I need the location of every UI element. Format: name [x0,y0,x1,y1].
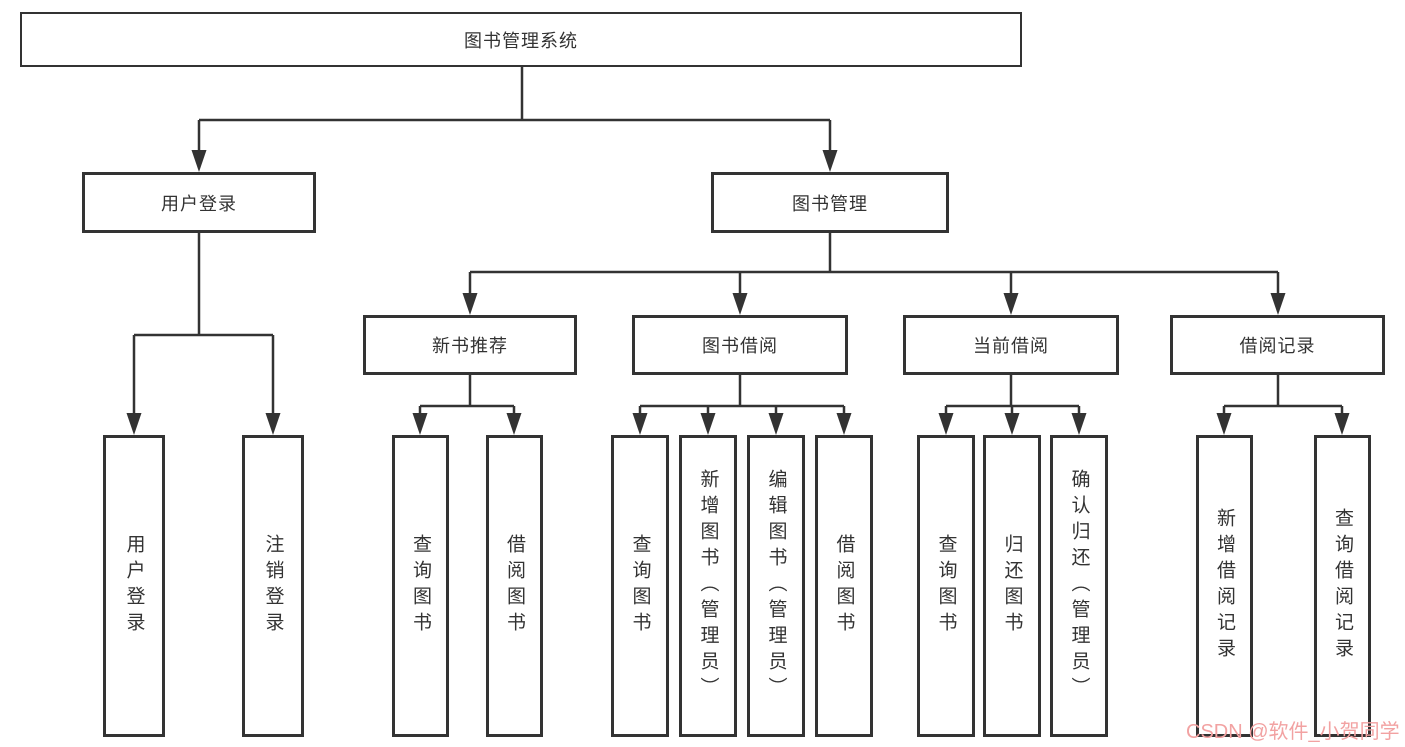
connector-root-to-level2 [197,67,832,152]
node-current-borrow-label: 当前借阅 [973,336,1049,356]
leaf-logout-label: 注销登录 [262,534,284,638]
node-current-borrow: 当前借阅 [903,315,1119,375]
leaf-user-login-label: 用户登录 [123,534,145,638]
leaf-add-borrow-record-label: 新增借阅记录 [1214,508,1235,664]
node-book-management-module: 图书管理 [711,172,949,233]
node-borrow-record: 借阅记录 [1170,315,1385,375]
csdn-watermark: CSDN @软件_小贺同学 [1186,721,1400,743]
leaf-borrow-books-recommend: 借阅图书 [486,435,543,737]
leaf-query-books-borrow-label: 查询图书 [629,534,651,638]
leaf-borrow-books-label: 借阅图书 [833,534,855,638]
node-library-management-system-label: 图书管理系统 [464,30,578,51]
leaf-query-books-recommend: 查询图书 [392,435,449,737]
leaf-borrow-books: 借阅图书 [815,435,873,737]
leaf-query-borrow-record: 查询借阅记录 [1314,435,1371,737]
node-book-borrow-label: 图书借阅 [702,336,778,356]
leaf-add-borrow-record: 新增借阅记录 [1196,435,1253,737]
leaf-borrow-books-recommend-label: 借阅图书 [504,534,525,638]
node-book-borrow: 图书借阅 [632,315,848,375]
connector-current-borrow-to-leaves [944,375,1081,416]
connector-user-login-to-leaves [132,233,275,415]
node-book-management-module-label: 图书管理 [792,193,868,214]
node-new-book-recommend: 新书推荐 [363,315,577,375]
node-user-login-module: 用户登录 [82,172,316,233]
node-user-login-module-label: 用户登录 [161,193,237,214]
leaf-confirm-return-admin-label: 确认归还（管理员） [1068,469,1090,703]
leaf-edit-books-admin: 编辑图书（管理员） [747,435,805,737]
node-new-book-recommend-label: 新书推荐 [432,336,508,356]
node-borrow-record-label: 借阅记录 [1239,336,1316,356]
connector-book-borrow-to-leaves [638,375,846,416]
leaf-query-books-current: 查询图书 [917,435,975,737]
leaf-edit-books-admin-label: 编辑图书（管理员） [765,469,787,703]
leaf-confirm-return-admin: 确认归还（管理员） [1050,435,1108,737]
connector-new-book-to-leaves [418,375,516,416]
leaf-query-books-recommend-label: 查询图书 [410,534,431,638]
leaf-user-login: 用户登录 [103,435,165,737]
leaf-query-books-current-label: 查询图书 [935,534,957,638]
leaf-add-books-admin-label: 新增图书（管理员） [697,469,719,703]
leaf-query-books-borrow: 查询图书 [611,435,669,737]
connector-borrow-record-to-leaves [1222,375,1344,416]
node-library-management-system: 图书管理系统 [20,12,1022,67]
leaf-query-borrow-record-label: 查询借阅记录 [1332,508,1353,664]
leaf-logout: 注销登录 [242,435,304,737]
leaf-return-books-label: 归还图书 [1001,534,1023,638]
leaf-return-books: 归还图书 [983,435,1041,737]
leaf-add-books-admin: 新增图书（管理员） [679,435,737,737]
connector-book-management-to-level3 [468,233,1280,296]
